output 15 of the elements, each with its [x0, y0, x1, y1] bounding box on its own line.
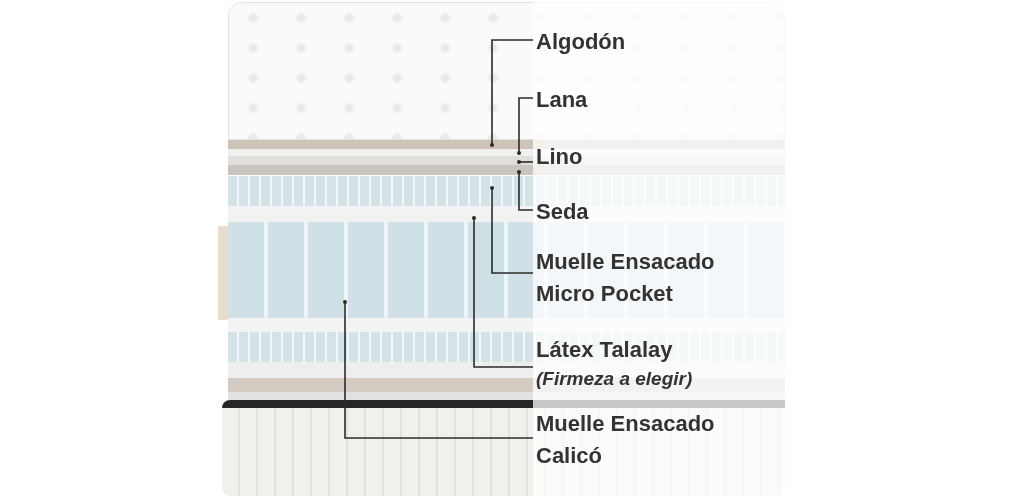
layer-label: Látex Talalay — [536, 336, 674, 364]
layer-label: Seda — [536, 198, 590, 226]
layer-label: Lana — [536, 86, 589, 114]
leader-line — [490, 39, 534, 147]
leader-line — [490, 186, 534, 274]
layer-label: Muelle Ensacado Calicó — [536, 410, 716, 470]
leader-line — [517, 160, 534, 164]
layer-label: Algodón — [536, 28, 627, 56]
leader-line — [472, 216, 534, 368]
leader-line — [343, 300, 534, 439]
leader-line — [517, 170, 534, 211]
layer-label: Lino — [536, 143, 584, 171]
leader-line — [517, 97, 534, 155]
layer-label: (Firmeza a elegir) — [536, 367, 694, 391]
layer-label: Muelle Ensacado Micro Pocket — [536, 248, 716, 308]
